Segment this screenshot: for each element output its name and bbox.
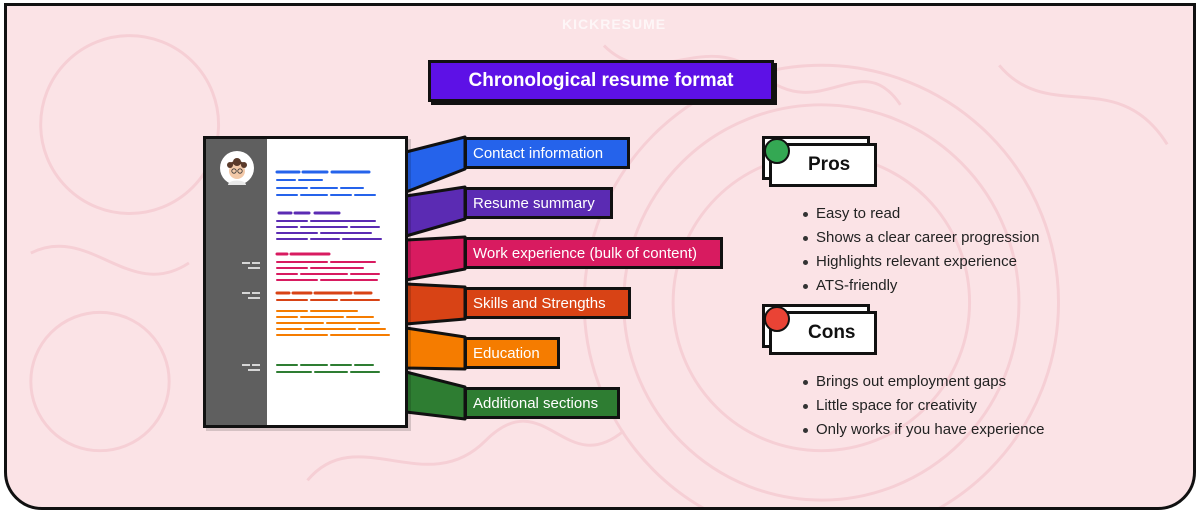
section-label-work-experience: Work experience (bulk of content): [464, 237, 723, 269]
section-label-contact-information: Contact information: [464, 137, 630, 169]
cons-list: Brings out employment gaps Little space …: [802, 370, 1044, 442]
pros-item: Shows a clear career progression: [802, 226, 1039, 250]
resume-sidebar: [206, 139, 267, 425]
watermark: KICKRESUME: [562, 16, 667, 32]
diagram-title: Chronological resume format: [428, 60, 774, 102]
cons-item: Only works if you have experience: [802, 418, 1044, 442]
pros-card: Pros: [762, 136, 880, 190]
section-label-resume-summary: Resume summary: [464, 187, 613, 219]
section-label-education: Education: [464, 337, 560, 369]
cons-item: Brings out employment gaps: [802, 370, 1044, 394]
section-label-skills-and-strengths: Skills and Strengths: [464, 287, 631, 319]
pros-item: Easy to read: [802, 202, 1039, 226]
pros-item: ATS-friendly: [802, 274, 1039, 298]
section-label-additional-sections: Additional sections: [464, 387, 620, 419]
cons-card: Cons: [762, 304, 880, 358]
avatar-icon: [220, 151, 254, 185]
pros-item: Highlights relevant experience: [802, 250, 1039, 274]
resume-text-lines: [275, 170, 390, 373]
pros-heading: Pros: [769, 143, 877, 187]
cons-dot-icon: [764, 306, 790, 332]
pros-dot-icon: [764, 138, 790, 164]
resume-illustration: [203, 136, 408, 428]
pros-list: Easy to read Shows a clear career progre…: [802, 202, 1039, 298]
sidebar-dashes: [242, 262, 260, 371]
cons-item: Little space for creativity: [802, 394, 1044, 418]
